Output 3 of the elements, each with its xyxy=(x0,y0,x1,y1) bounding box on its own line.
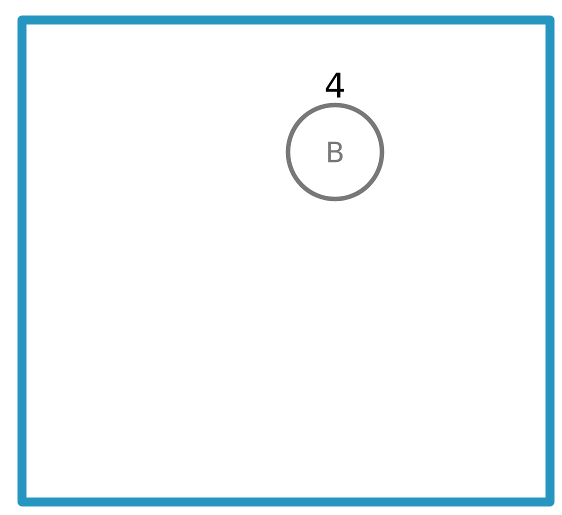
side-number: 4 xyxy=(326,72,344,98)
frame-box xyxy=(18,16,554,506)
circle-node: B xyxy=(286,102,384,202)
